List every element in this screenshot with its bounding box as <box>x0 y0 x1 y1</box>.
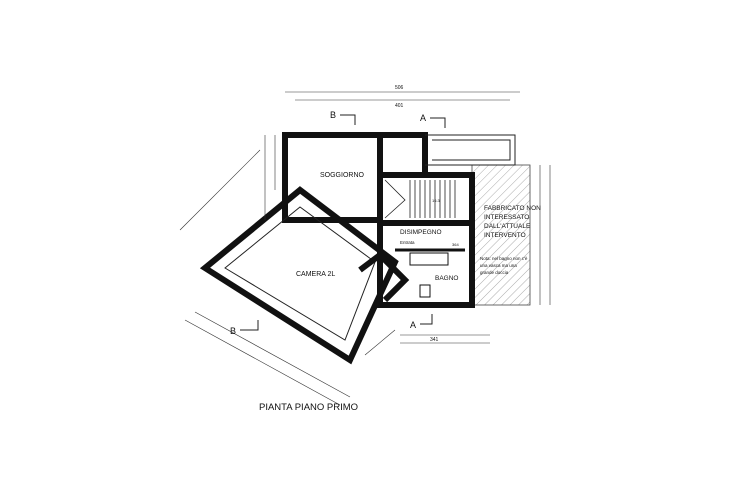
room-label-camera: CAMERA 2L <box>296 271 335 278</box>
svg-text:DALL'ATTUALE: DALL'ATTUALE <box>484 223 531 230</box>
disimpegno-bagno-walls <box>377 223 475 308</box>
camera-walls <box>199 186 399 365</box>
svg-text:INTERVENTO: INTERVENTO <box>484 232 526 239</box>
section-arrow-b-bottom <box>240 320 259 331</box>
section-mark-b-top: B <box>330 110 336 120</box>
stair-treads <box>384 179 456 219</box>
excluded-area-label: FABBRICATO NON INTERESSATO DALL'ATTUALE … <box>484 205 541 239</box>
balcony <box>425 134 516 166</box>
section-arrow-b-top <box>340 114 356 125</box>
room-label-disimpegno: DISIMPEGNO <box>400 229 442 236</box>
room-label-entrata: Entrata <box>400 240 415 245</box>
staircase-walls <box>377 172 475 226</box>
toilet <box>419 284 431 298</box>
section-mark-a-top: A <box>420 113 426 123</box>
svg-text:Nota: nel bagno non c'è: Nota: nel bagno non c'è <box>480 256 528 261</box>
dim-top-sub: 401 <box>395 103 404 109</box>
svg-text:una vasca ma una: una vasca ma una <box>480 263 517 268</box>
section-arrow-a-top <box>430 117 446 128</box>
shower <box>409 252 449 266</box>
svg-text:grande doccia: grande doccia <box>480 270 509 275</box>
section-mark-a-bottom: A <box>410 320 416 330</box>
section-arrow-a-bottom <box>420 314 433 325</box>
section-mark-b-bottom: B <box>230 326 236 336</box>
bay-window <box>358 251 410 303</box>
dim-top-total: 506 <box>395 85 404 91</box>
dim-bath-width: 364 <box>452 242 459 247</box>
svg-text:FABBRICATO NON: FABBRICATO NON <box>484 205 541 212</box>
stair-area: 16.3 <box>432 198 441 203</box>
svg-text:INTERESSATO: INTERESSATO <box>484 214 529 221</box>
room-label-bagno: BAGNO <box>435 275 458 282</box>
dim-bottom: 341 <box>430 337 439 343</box>
bathroom-note: Nota: nel bagno non c'è una vasca ma una… <box>480 256 528 275</box>
drawing-title: PIANTA PIANO PRIMO <box>259 402 358 413</box>
stair-block <box>377 132 428 178</box>
excluded-building-area <box>471 164 531 306</box>
room-label-soggiorno: SOGGIORNO <box>320 172 365 179</box>
dimension-lines <box>179 91 551 406</box>
